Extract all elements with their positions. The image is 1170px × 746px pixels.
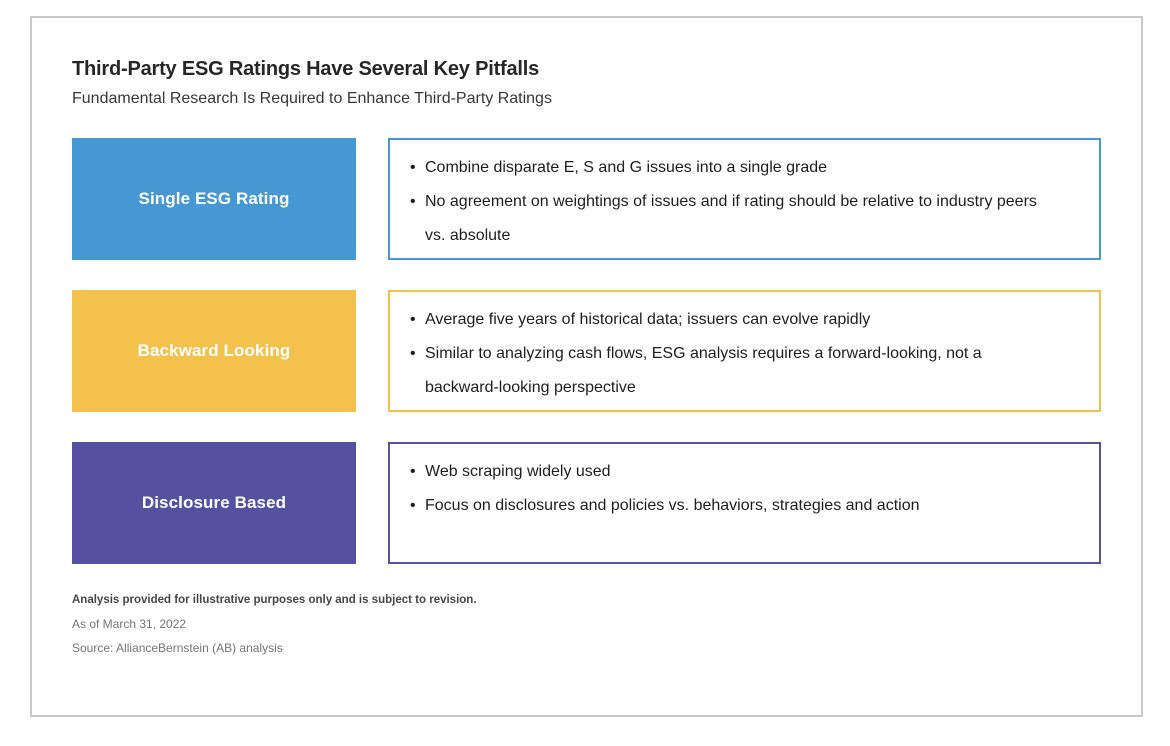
row-single-esg-rating: Single ESG Rating Combine disparate E, S… xyxy=(72,138,1101,260)
disclaimer-note: Analysis provided for illustrative purpo… xyxy=(72,594,477,606)
bullet-item: Combine disparate E, S and G issues into… xyxy=(410,151,1043,185)
label-text: Disclosure Based xyxy=(141,493,287,512)
row-disclosure-based: Disclosure Based Web scraping widely use… xyxy=(72,442,1101,564)
figure-card: Third-Party ESG Ratings Have Several Key… xyxy=(30,16,1143,717)
bullet-list: Web scraping widely used Focus on disclo… xyxy=(410,455,1043,523)
bullet-box-single-esg-rating: Combine disparate E, S and G issues into… xyxy=(388,138,1101,260)
footnotes: Analysis provided for illustrative purpo… xyxy=(72,594,1101,655)
bullet-list: Average five years of historical data; i… xyxy=(410,303,1043,405)
bullet-item: Similar to analyzing cash flows, ESG ana… xyxy=(410,337,1043,405)
bullet-item: Focus on disclosures and policies vs. be… xyxy=(410,489,1043,523)
row-backward-looking: Backward Looking Average five years of h… xyxy=(72,290,1101,412)
source-note: Source: AllianceBernstein (AB) analysis xyxy=(72,641,283,655)
label-box-backward-looking: Backward Looking xyxy=(72,290,356,412)
label-text: Single ESG Rating xyxy=(138,189,290,208)
bullet-box-disclosure-based: Web scraping widely used Focus on disclo… xyxy=(388,442,1101,564)
bullet-item: Web scraping widely used xyxy=(410,455,1043,489)
label-box-disclosure-based: Disclosure Based xyxy=(72,442,356,564)
bullet-box-backward-looking: Average five years of historical data; i… xyxy=(388,290,1101,412)
label-text: Backward Looking xyxy=(137,341,291,360)
pitfall-rows: Single ESG Rating Combine disparate E, S… xyxy=(72,138,1101,564)
bullet-item: Average five years of historical data; i… xyxy=(410,303,1043,337)
as-of-date: As of March 31, 2022 xyxy=(72,617,187,631)
bullet-item: No agreement on weightings of issues and… xyxy=(410,185,1043,253)
label-box-single-esg-rating: Single ESG Rating xyxy=(72,138,356,260)
bullet-list: Combine disparate E, S and G issues into… xyxy=(410,151,1043,253)
page-subtitle: Fundamental Research Is Required to Enha… xyxy=(72,90,552,107)
page-title: Third-Party ESG Ratings Have Several Key… xyxy=(72,58,540,80)
